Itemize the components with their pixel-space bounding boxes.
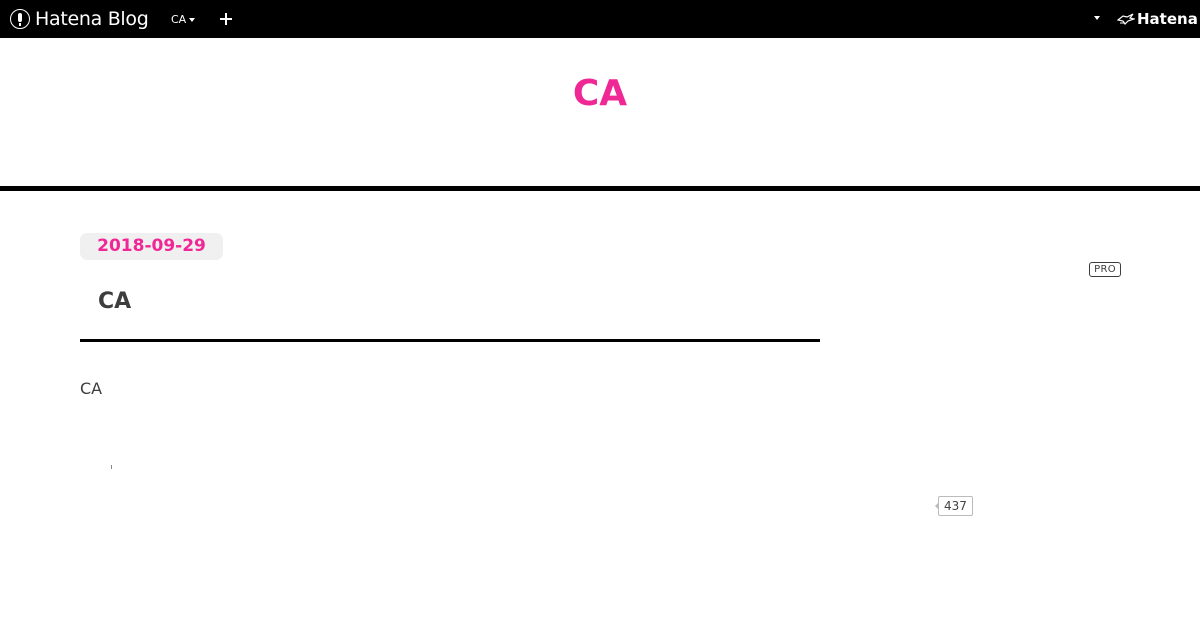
hatena-blog-logo-icon	[10, 9, 30, 29]
hatena-label: Hatena	[1137, 10, 1198, 28]
hatena-menu-link[interactable]: Hatena	[1117, 10, 1198, 28]
blog-menu-dropdown[interactable]: CA	[171, 12, 196, 26]
bookmark-count[interactable]: 437	[938, 496, 973, 516]
user-menu-chevron-down-icon[interactable]	[1094, 16, 1100, 20]
header-divider	[0, 186, 1200, 191]
bookmark-counter[interactable]: 437	[935, 496, 973, 516]
pro-badge: PRO	[1089, 262, 1121, 277]
entry-title[interactable]: CA	[98, 289, 132, 314]
entry-title-divider	[80, 339, 820, 342]
hatena-blog-logo[interactable]: Hatena Blog	[10, 7, 149, 31]
entry-body-text: CA	[80, 379, 103, 398]
new-post-plus-icon[interactable]	[219, 12, 233, 26]
hatena-bird-icon	[1117, 13, 1135, 25]
blog-title[interactable]: CA	[572, 73, 628, 114]
entry-embed-placeholder	[111, 465, 112, 469]
entry-date[interactable]: 2018-09-29	[80, 233, 223, 260]
blog-header: CA	[0, 38, 1200, 186]
counter-pointer-icon	[935, 502, 939, 510]
blog-menu-label: CA	[171, 12, 187, 26]
chevron-down-icon	[189, 17, 196, 22]
logo-text: Hatena Blog	[35, 7, 149, 30]
global-header: Hatena Blog CA Hatena	[0, 0, 1200, 38]
